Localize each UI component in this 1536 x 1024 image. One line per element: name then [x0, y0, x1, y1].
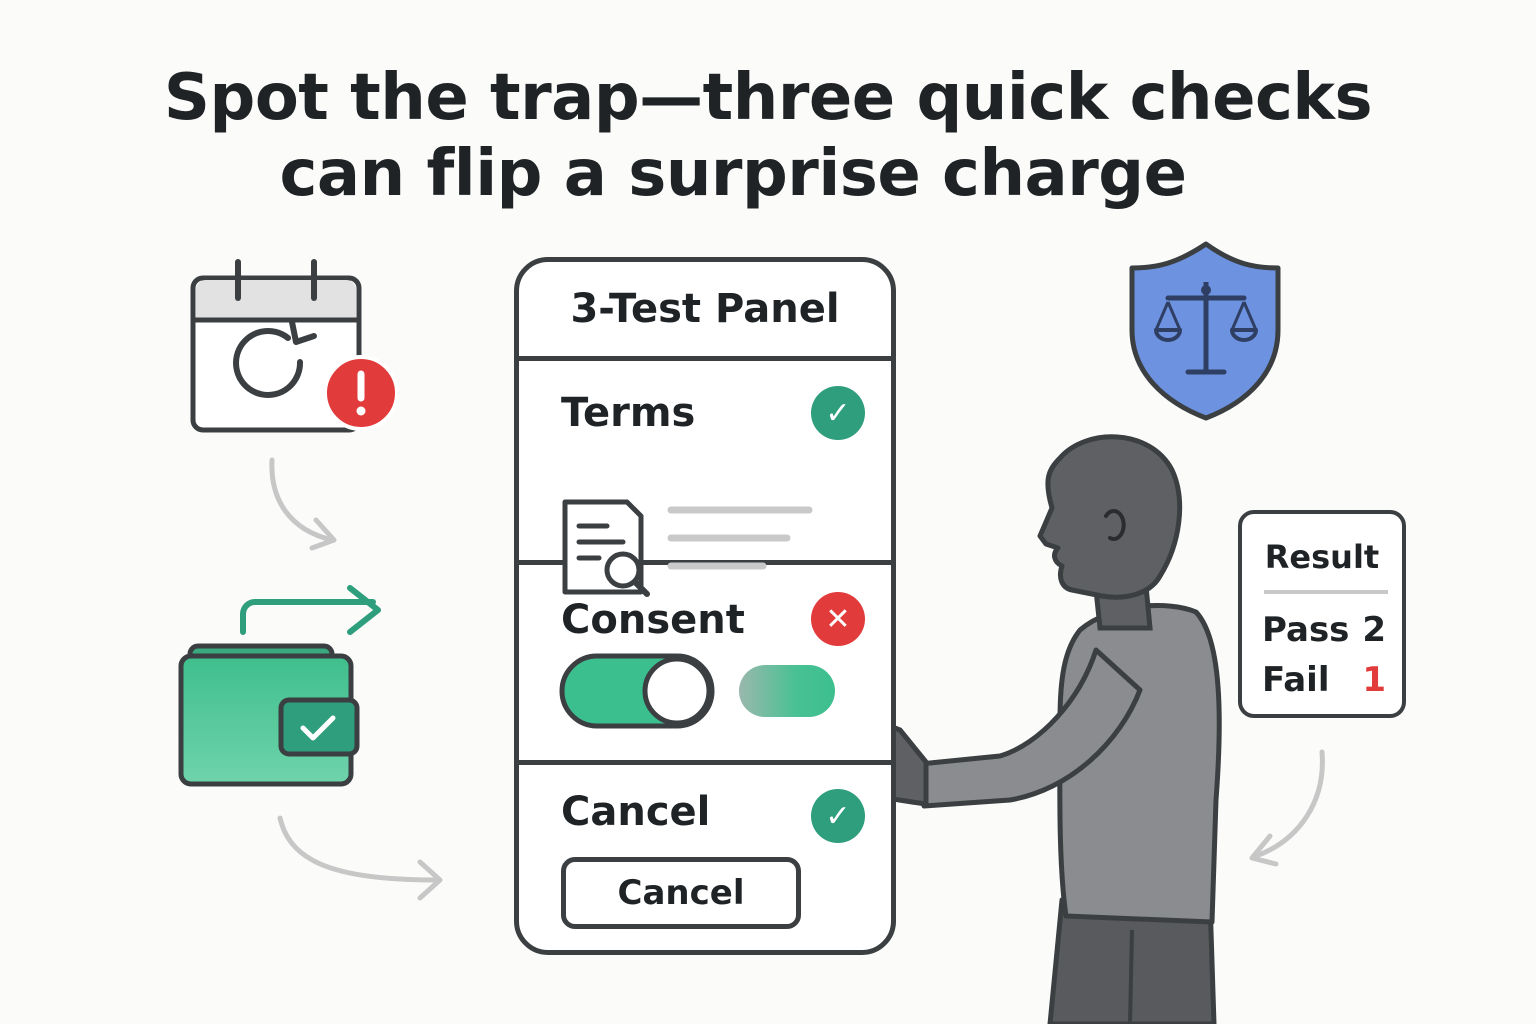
flow-arrow-3	[1253, 749, 1325, 859]
consent-toggle-on[interactable]	[559, 653, 715, 729]
consent-toggles	[559, 653, 835, 729]
title-line-1: Spot the trap—three quick checks	[163, 61, 1373, 135]
arrow-right-icon	[240, 585, 381, 635]
consent-toggle-preselected[interactable]	[739, 665, 835, 717]
panel-title: 3-Test Panel	[519, 262, 891, 361]
title-line-2: can flip a surprise charge	[279, 137, 1187, 211]
flow-arrow-2	[277, 815, 439, 883]
section-label-terms: Terms	[561, 390, 696, 436]
flow-arrow-1	[269, 457, 335, 543]
check-pass-icon: ✓	[811, 386, 865, 440]
section-label-consent: Consent	[561, 597, 745, 643]
result-row-fail: Fail 1	[1262, 660, 1390, 700]
cancel-button[interactable]: Cancel	[561, 857, 801, 929]
section-cancel: Cancel ✓ Cancel	[519, 765, 891, 955]
fail-value: 1	[1362, 660, 1386, 700]
pass-value: 2	[1362, 610, 1386, 650]
cross-fail-icon: ✕	[811, 592, 865, 646]
document-search-icon	[562, 499, 813, 597]
person-figure	[819, 434, 1222, 1024]
section-consent: Consent ✕	[519, 565, 891, 765]
result-divider	[1264, 590, 1388, 594]
result-card: Result Pass 2 Fail 1	[1238, 510, 1406, 718]
page-title: Spot the trap—three quick checks can fli…	[0, 60, 1536, 212]
check-pass-icon: ✓	[811, 789, 865, 843]
test-panel: 3-Test Panel Terms ✓ Consent ✕	[514, 257, 896, 955]
shield-scales-icon	[1129, 241, 1281, 421]
wallet-icon	[178, 643, 360, 787]
fail-label: Fail	[1262, 660, 1330, 700]
pass-label: Pass	[1262, 610, 1350, 650]
section-label-cancel: Cancel	[561, 789, 711, 835]
alert-icon	[323, 355, 399, 431]
result-row-pass: Pass 2	[1262, 610, 1390, 650]
result-title: Result	[1264, 538, 1380, 576]
section-terms: Terms ✓	[519, 356, 891, 597]
calendar-recurring-icon	[190, 259, 362, 433]
